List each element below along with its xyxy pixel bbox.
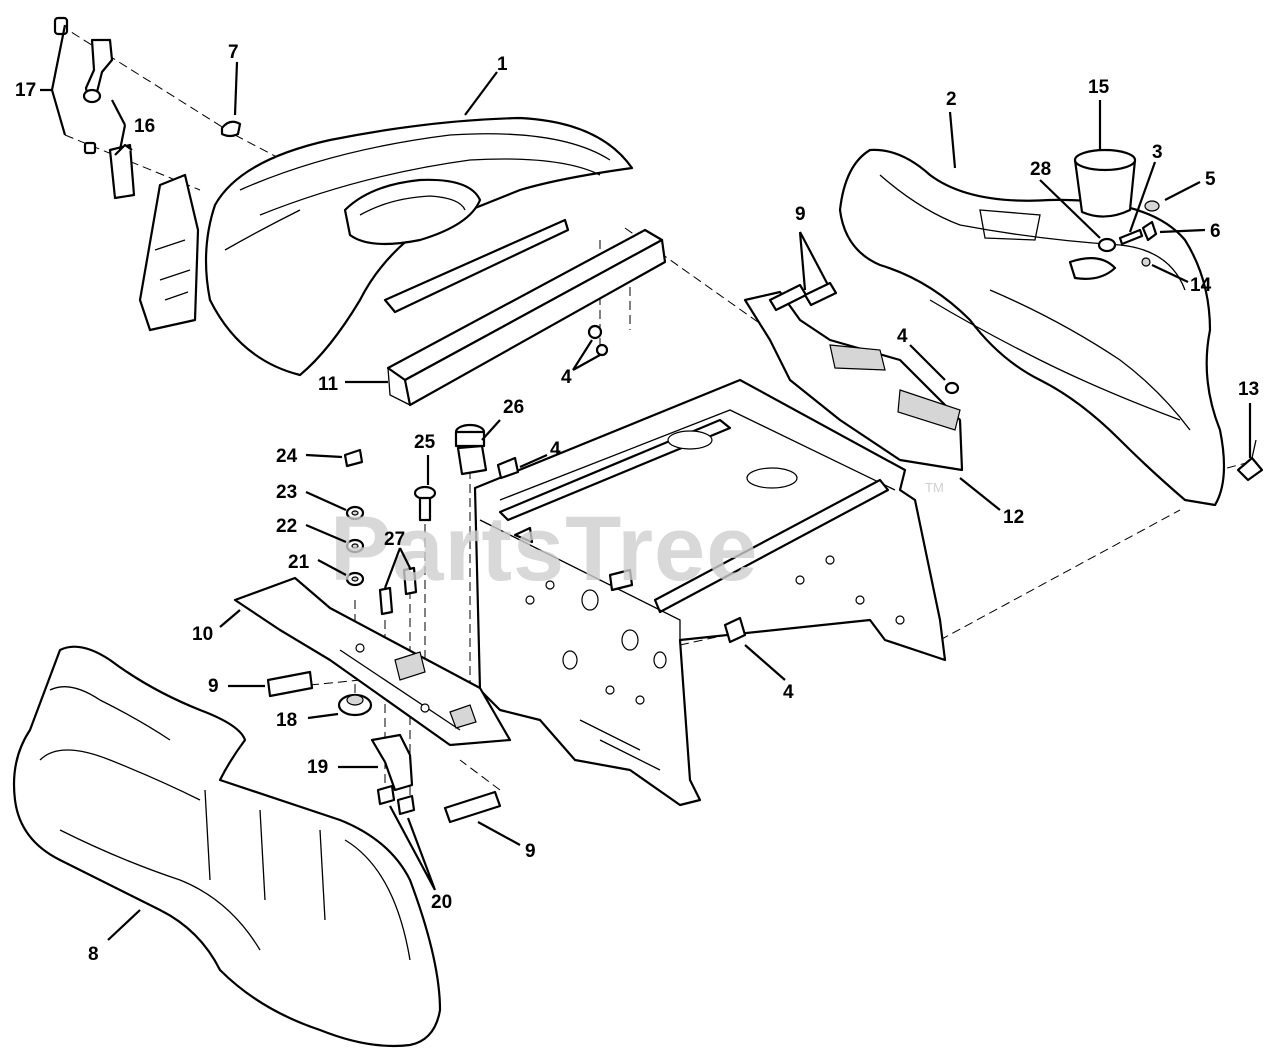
callout-4d: 4	[783, 682, 794, 703]
callout-9c: 9	[525, 841, 536, 862]
ignition-switch	[454, 423, 488, 476]
callout-21: 21	[288, 552, 310, 573]
callout-13: 13	[1238, 379, 1259, 400]
callout-7: 7	[228, 42, 239, 63]
callout-4b: 4	[897, 326, 908, 347]
callout-labels: 1 2 3 4 4 4 4 5 6 7 8 9 9 9 10 11 12 13 …	[15, 42, 1259, 965]
bracket-19	[370, 733, 414, 792]
callout-12: 12	[1003, 507, 1024, 528]
callout-4a: 4	[561, 367, 572, 388]
nuts-4	[496, 456, 747, 644]
mounting-plate	[233, 576, 512, 747]
callout-20: 20	[431, 892, 452, 913]
callout-22: 22	[276, 516, 297, 537]
main-frame	[473, 378, 947, 807]
callout-24: 24	[276, 446, 298, 467]
callout-25: 25	[414, 432, 436, 453]
callout-2: 2	[946, 89, 957, 110]
callout-18: 18	[276, 710, 297, 731]
callout-28: 28	[1030, 159, 1051, 180]
bolts-9-lower	[266, 670, 502, 824]
small-hardware-right	[1097, 200, 1160, 267]
callout-leaders	[40, 24, 1252, 941]
bolt-13	[1236, 439, 1264, 482]
callout-14: 14	[1190, 275, 1212, 296]
watermark-trademark: TM	[925, 480, 944, 495]
callout-6: 6	[1210, 221, 1221, 242]
clip-part	[220, 120, 242, 138]
grommet-18	[337, 693, 373, 717]
nuts-20	[376, 784, 416, 816]
callout-3: 3	[1152, 142, 1163, 163]
fender-support-bracket	[743, 290, 964, 472]
rear-fender-left	[12, 645, 442, 1048]
callout-11: 11	[318, 374, 339, 395]
callout-17: 17	[15, 80, 36, 101]
cup-holder	[1073, 148, 1137, 218]
hood-top-panel	[204, 116, 634, 377]
washer-stack	[343, 448, 365, 587]
callout-9a: 9	[795, 204, 806, 225]
callout-15: 15	[1088, 77, 1110, 98]
callout-1: 1	[497, 54, 508, 75]
callout-16: 16	[134, 116, 155, 137]
callout-19: 19	[307, 757, 328, 778]
callout-4c: 4	[550, 439, 561, 460]
callout-8: 8	[88, 944, 99, 965]
bolts-9-top	[587, 281, 838, 357]
angle-rail	[386, 228, 667, 407]
callout-10: 10	[192, 624, 213, 645]
callout-26: 26	[503, 397, 524, 418]
plunger-25	[413, 485, 437, 522]
callout-9b: 9	[208, 676, 219, 697]
callout-23: 23	[276, 482, 297, 503]
callout-5: 5	[1205, 169, 1216, 190]
callout-27: 27	[384, 529, 405, 550]
screws-27	[378, 566, 418, 616]
latch-bracket-assembly	[53, 16, 200, 332]
